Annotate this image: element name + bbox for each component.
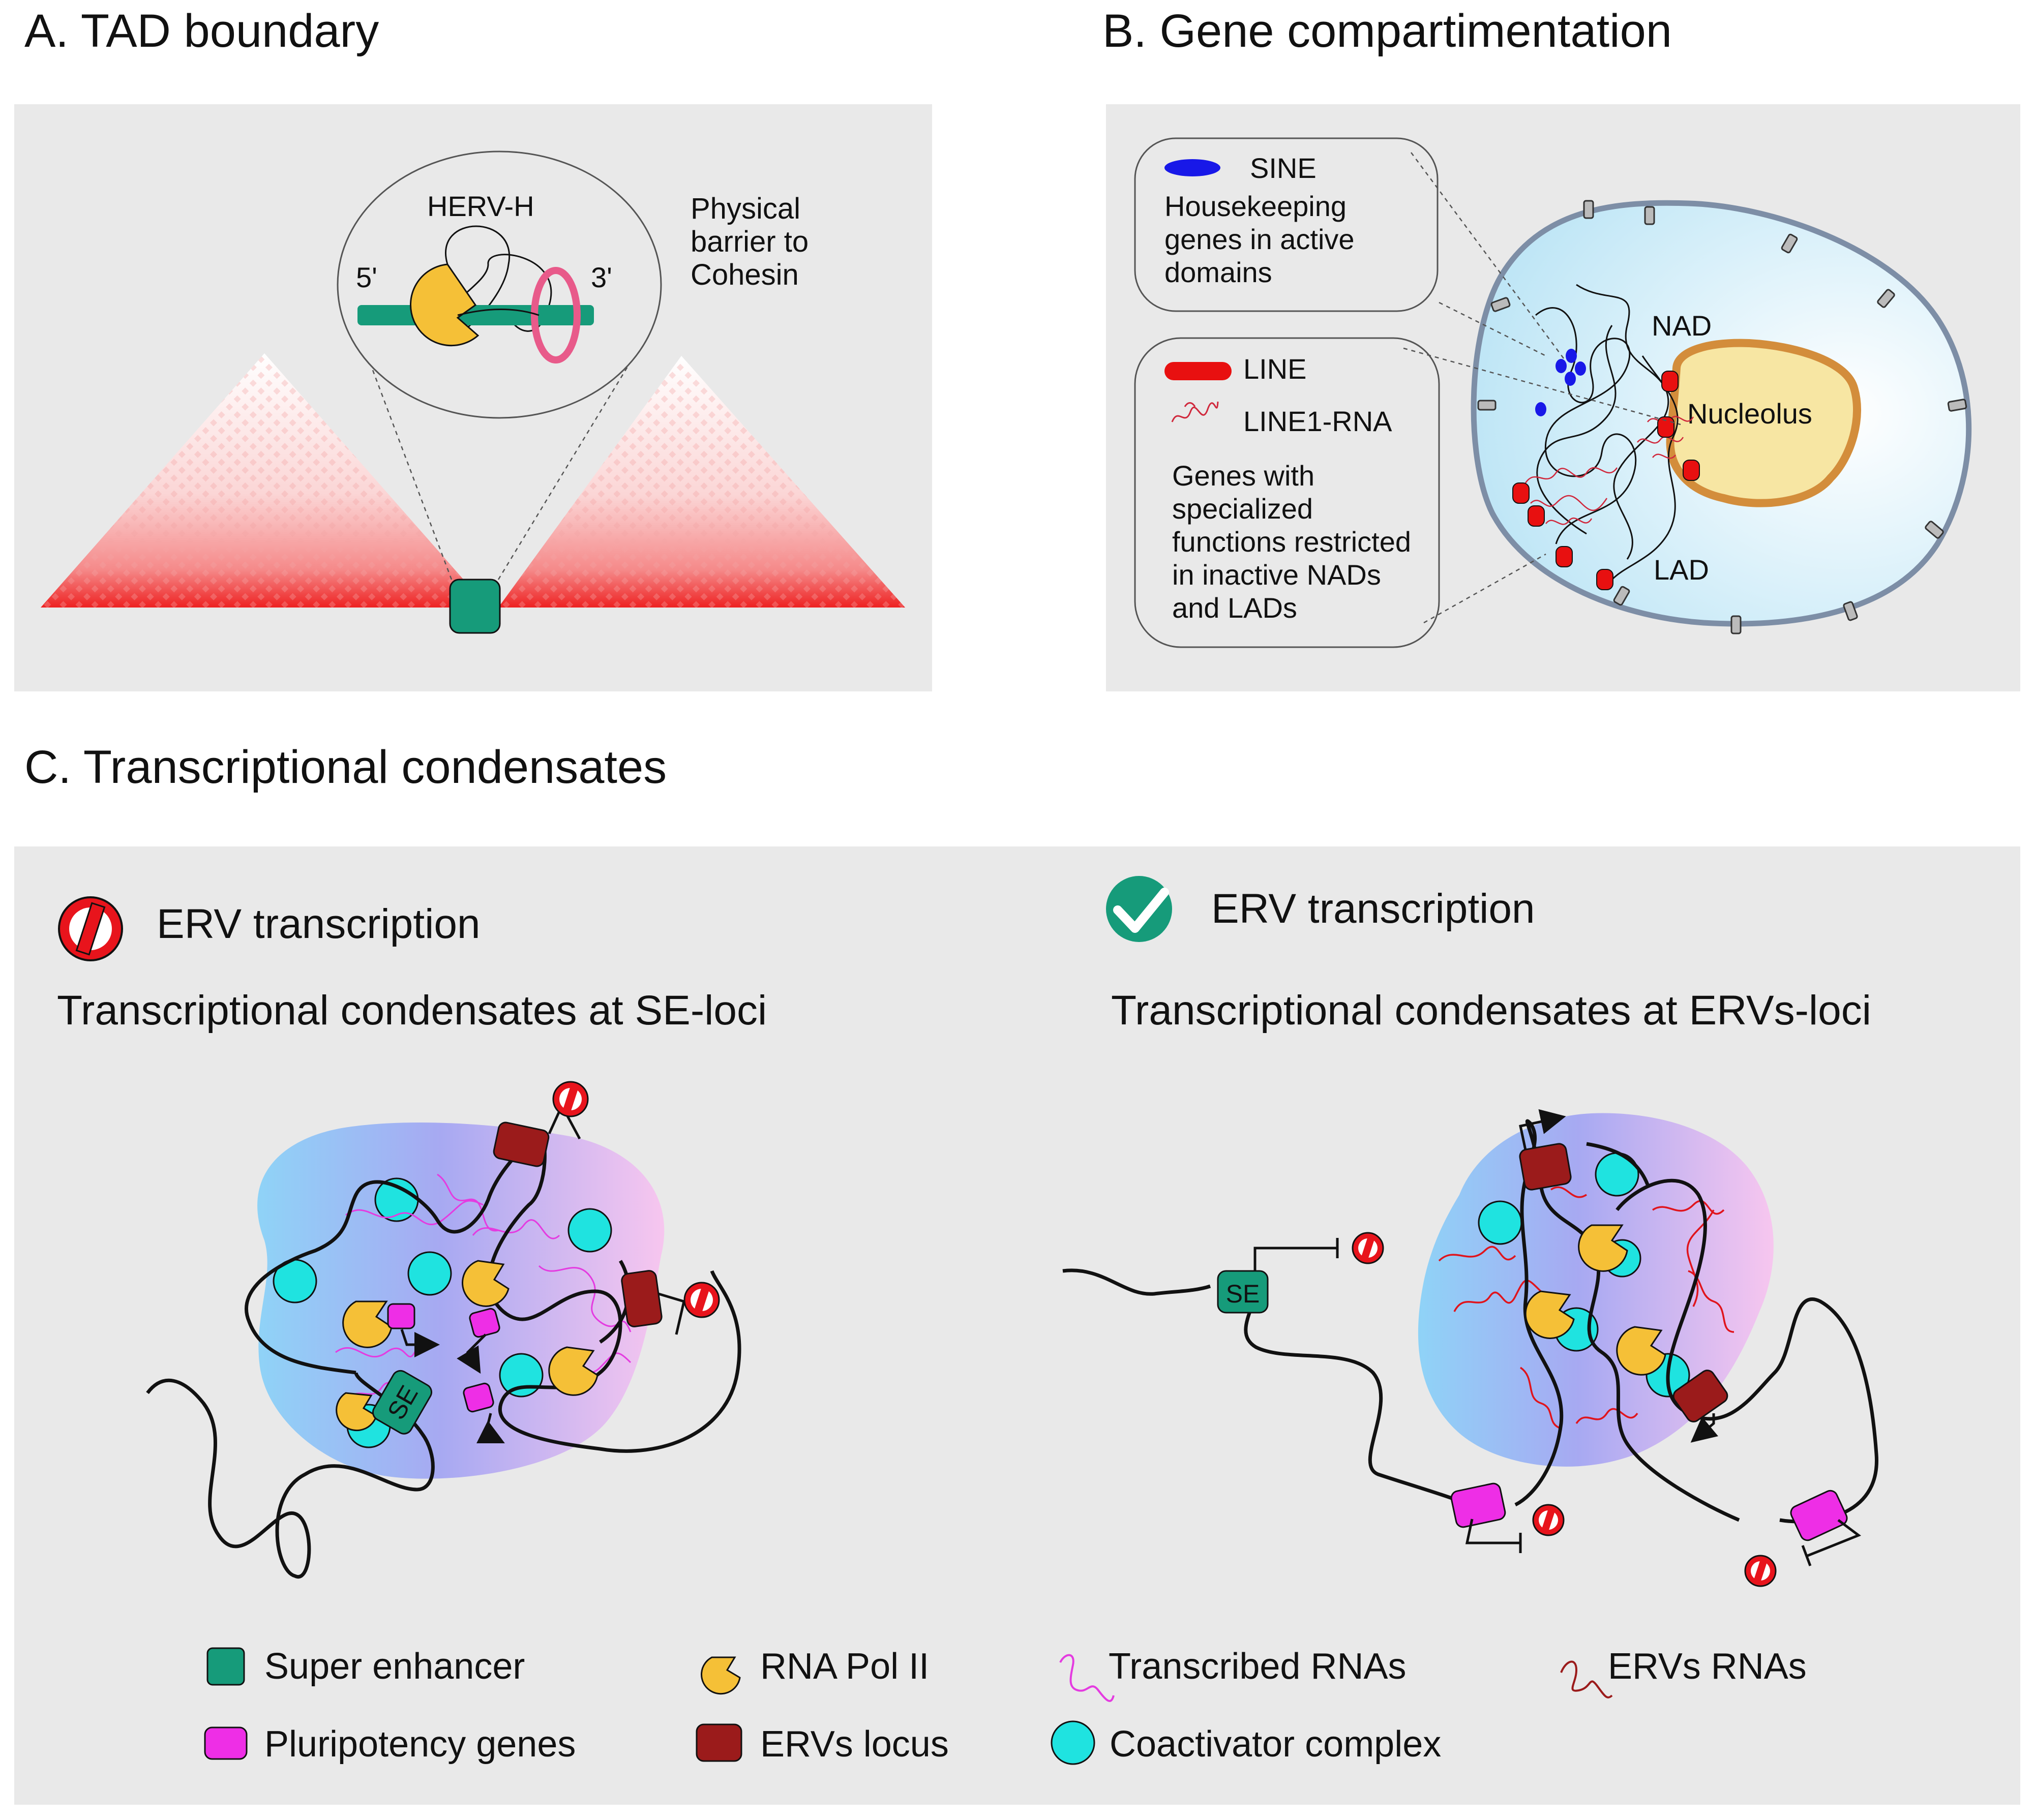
- legend-rna-pol-swatch: [701, 1656, 741, 1695]
- specialized-text: Genes with specialized functions restric…: [1172, 460, 1419, 624]
- legend-super-enhancer-swatch: [206, 1647, 245, 1686]
- se-label-right: SE: [1226, 1280, 1260, 1308]
- herv-h-label: HERV-H: [427, 190, 534, 222]
- left-condensate: SE: [146, 1081, 741, 1579]
- check-icon-large: [1106, 876, 1172, 942]
- three-prime-label: 3': [591, 261, 612, 293]
- super-enhancer-right: SE: [1217, 1270, 1269, 1314]
- super-enhancer-left: SE: [372, 1370, 433, 1435]
- nucleolus: [1666, 339, 1861, 507]
- legend-coactivator-swatch: [1051, 1720, 1095, 1765]
- panel-c-title: C. Transcriptional condensates: [24, 741, 667, 793]
- callout-connector-lines: [1403, 152, 1681, 624]
- sine-label: SINE: [1250, 152, 1317, 184]
- rna-pol-ii-glyph: [409, 263, 480, 347]
- blocked-icons-left: [552, 1081, 720, 1318]
- erv-loci-left: [493, 1121, 663, 1327]
- legend-erv-rna: ERVs RNAs: [1608, 1646, 1807, 1687]
- lad-label: LAD: [1654, 554, 1709, 586]
- left-status-label: ERV transcription: [157, 901, 481, 947]
- legend: Super enhancer RNA Pol II Transcribed RN…: [204, 1646, 1807, 1765]
- right-subtitle: Transcriptional condensates at ERVs-loci: [1111, 987, 1871, 1034]
- herv-h-zoom-circle: HERV-H 5' 3': [337, 150, 662, 419]
- legend-super-enhancer: Super enhancer: [264, 1646, 525, 1687]
- line1-rna-legend-swatch: [1171, 401, 1219, 422]
- blocked-icon-large: [58, 896, 123, 961]
- pluripotency-genes-right: [1450, 1482, 1848, 1541]
- boundary-element: [449, 579, 501, 634]
- panel-b-title: B. Gene compartimentation: [1102, 5, 1672, 57]
- legend-coactivator: Coactivator complex: [1110, 1724, 1441, 1765]
- legend-transcribed-rna-swatch: [1059, 1654, 1115, 1702]
- nucleolus-label: Nucleolus: [1687, 398, 1812, 430]
- rna-pol-ii-right: [1524, 1224, 1666, 1376]
- left-subtitle: Transcriptional condensates at SE-loci: [57, 987, 767, 1034]
- legend-erv-rna-swatch: [1560, 1660, 1613, 1698]
- legend-pluripotency: Pluripotency genes: [264, 1724, 576, 1765]
- legend-rna-pol: RNA Pol II: [760, 1646, 929, 1687]
- line-elements: [1512, 371, 1700, 590]
- housekeeping-text: Housekeeping genes in active domains: [1164, 190, 1362, 288]
- cohesin-ring: [531, 267, 581, 363]
- blocked-icons-right: [1352, 1232, 1777, 1587]
- line-callout: [1134, 337, 1440, 648]
- legend-transcribed-rna: Transcribed RNAs: [1109, 1646, 1407, 1687]
- pluripotency-genes-left: [387, 1303, 500, 1413]
- legend-erv-locus: ERVs locus: [760, 1724, 949, 1765]
- tad-heatmap-left: [41, 353, 488, 608]
- zoom-line-left: [370, 366, 453, 580]
- sine-legend-swatch: [1164, 159, 1220, 176]
- panel-a-title: A. TAD boundary: [24, 5, 379, 57]
- zoom-line-right: [497, 366, 629, 580]
- five-prime-label: 5': [356, 261, 377, 293]
- erv-loci-right: [1519, 1143, 1728, 1422]
- chromatin-fiber: [1535, 284, 1679, 581]
- nad-label: NAD: [1652, 310, 1712, 342]
- panel-a-note: Physical barrier to Cohesin: [691, 192, 817, 291]
- line-legend-swatch: [1164, 362, 1232, 380]
- tad-heatmap-right: [498, 356, 905, 608]
- legend-erv-locus-swatch: [696, 1723, 742, 1762]
- line-label: LINE: [1243, 353, 1307, 385]
- right-condensate: SE: [1062, 1109, 1878, 1587]
- line1-rna-label: LINE1-RNA: [1243, 405, 1392, 437]
- right-status-label: ERV transcription: [1211, 886, 1535, 932]
- rna-pol-ii-left: [336, 1260, 599, 1432]
- sine-callout: [1134, 137, 1439, 312]
- dna-strand: [357, 305, 594, 325]
- sine-elements: [1535, 349, 1586, 416]
- legend-pluripotency-swatch: [204, 1726, 248, 1760]
